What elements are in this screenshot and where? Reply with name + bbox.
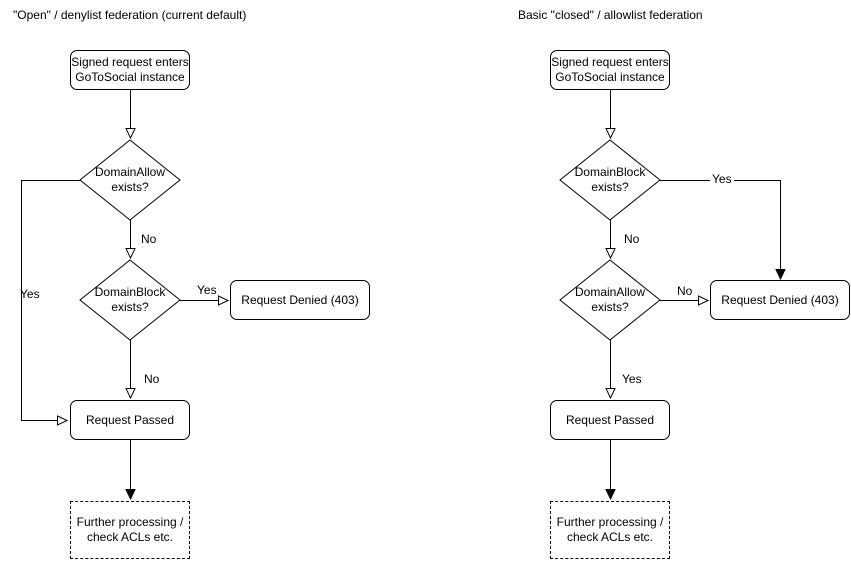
- right-decision1-shape: [559, 139, 661, 221]
- right-decision1-yes-label: Yes: [710, 172, 734, 186]
- right-further-processing-node: Further processing / check ACLs etc.: [550, 501, 670, 559]
- left-decision2-shape: [79, 259, 181, 341]
- right-passed-node: Request Passed: [550, 400, 670, 440]
- right-start-node: Signed request enters GoToSocial instanc…: [550, 50, 670, 90]
- left-decision1-shape: [79, 139, 181, 221]
- left-decision2-yes-label: Yes: [197, 283, 217, 297]
- left-diagram-title: "Open" / denylist federation (current de…: [13, 8, 247, 22]
- right-decision2-yes-label: Yes: [622, 372, 642, 386]
- left-decision1-no-label: No: [141, 232, 157, 246]
- left-start-node: Signed request enters GoToSocial instanc…: [70, 50, 190, 90]
- right-diagram-title: Basic "closed" / allowlist federation: [518, 8, 703, 22]
- right-decision2-shape: [559, 259, 661, 341]
- right-decision1-no-label: No: [624, 232, 640, 246]
- left-decision1-yes-label: Yes: [20, 287, 40, 301]
- right-edge-decision1-yes-to-denied: [660, 180, 786, 281]
- left-further-processing-node: Further processing / check ACLs etc.: [70, 501, 190, 559]
- left-denied-node: Request Denied (403): [230, 280, 370, 320]
- right-denied-node: Request Denied (403): [710, 280, 850, 320]
- left-edge-decision1-yes-to-passed: [21, 180, 80, 426]
- left-passed-node: Request Passed: [70, 400, 190, 440]
- right-decision2-no-label: No: [677, 284, 693, 298]
- left-decision2-no-label: No: [144, 372, 160, 386]
